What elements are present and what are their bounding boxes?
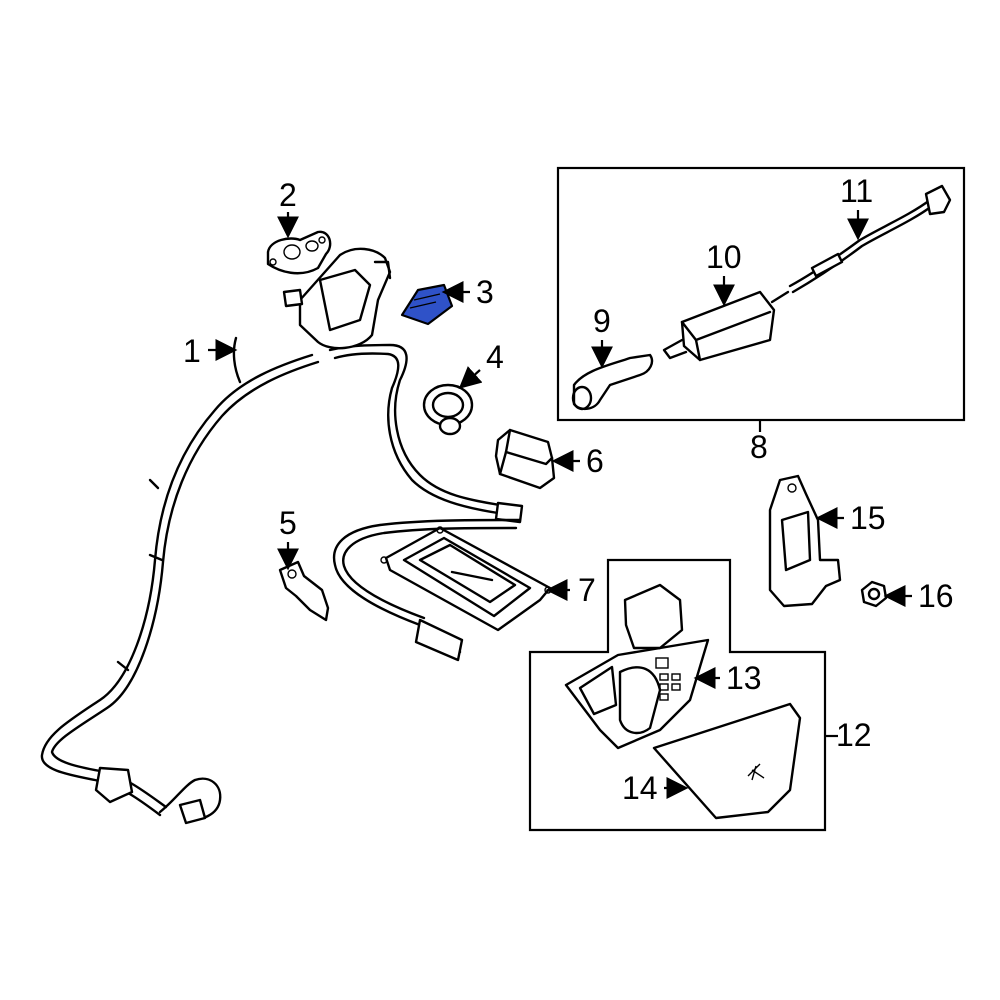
grommet[interactable] [422, 383, 474, 436]
gasket[interactable] [266, 230, 332, 275]
callout-6: 6 [586, 443, 604, 479]
callout-16: 16 [918, 578, 954, 614]
callout-1: 1 [183, 333, 201, 369]
leader-4 [458, 366, 483, 389]
callout-3: 3 [476, 274, 494, 310]
callout-4: 4 [486, 339, 504, 375]
callout-8: 8 [750, 429, 768, 465]
charge-port-lid[interactable] [400, 283, 454, 326]
clip[interactable] [494, 428, 556, 490]
callout-12: 12 [836, 717, 872, 753]
wiring-harness[interactable] [40, 336, 524, 825]
bezel-panel[interactable] [564, 583, 710, 750]
charge-port-housing[interactable] [282, 247, 392, 350]
callout-14: 14 [622, 770, 658, 806]
callout-2: 2 [279, 177, 297, 213]
charge-connector-handle[interactable] [571, 353, 654, 411]
bracket[interactable] [278, 560, 330, 622]
callout-5: 5 [279, 505, 297, 541]
callout-arrows [208, 210, 912, 799]
callout-10: 10 [706, 239, 742, 275]
module-bracket[interactable] [768, 474, 842, 608]
group-box-12 [528, 558, 827, 832]
charge-cable[interactable] [788, 184, 952, 294]
charger-module[interactable] [380, 526, 552, 632]
callout-13: 13 [726, 660, 762, 696]
callout-15: 15 [850, 500, 886, 536]
control-box[interactable] [662, 290, 790, 362]
callout-11: 11 [840, 173, 873, 209]
callout-labels: 1 2 3 4 5 6 7 8 9 10 11 12 13 14 15 16 [183, 173, 954, 806]
nut[interactable] [860, 580, 888, 608]
triangular-pad[interactable] [652, 702, 802, 820]
callout-9: 9 [593, 303, 611, 339]
callout-7: 7 [578, 572, 596, 608]
